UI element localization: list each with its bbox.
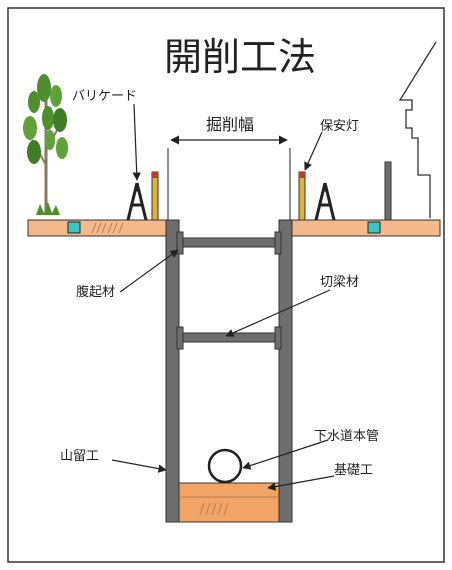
- waler-right-upper: [274, 231, 282, 255]
- foundation-block: [178, 482, 280, 523]
- excavation-width-label: 掘削幅: [206, 115, 254, 134]
- manhole-left: [67, 221, 81, 234]
- waler-left-lower: [176, 326, 184, 350]
- leader-lines: [111, 103, 335, 491]
- excavation-width-dimension: 掘削幅: [167, 115, 291, 220]
- ground-hatch-left: [91, 222, 124, 234]
- retaining-wall-right: [278, 219, 293, 523]
- ground-right: [289, 219, 441, 237]
- safety-light-label: 保安灯: [320, 119, 359, 134]
- sewer-pipe-icon: [207, 448, 243, 484]
- retaining-wall-label: 山留工: [60, 449, 99, 464]
- diagram-title: 開削工法: [164, 35, 316, 79]
- foundation-hatch: [199, 502, 229, 516]
- house-outline: [398, 41, 437, 218]
- strut-upper: [182, 237, 276, 248]
- barricade-label: バリケード: [72, 89, 137, 104]
- waler-right-lower: [274, 326, 282, 350]
- strut-label: 切梁材: [320, 275, 359, 290]
- tree-icon: [23, 74, 68, 215]
- post-right: [384, 161, 392, 221]
- sewer-pipe-label: 下水道本管: [314, 429, 379, 444]
- foundation-label: 基礎工: [334, 463, 373, 478]
- waler-label: 腹起材: [76, 284, 115, 300]
- ground-left: [27, 219, 169, 237]
- safety-light-left: [151, 171, 159, 221]
- barricade-icon-left: [126, 182, 148, 221]
- safety-light-right: [298, 171, 306, 221]
- barricade-icon-right: [314, 182, 336, 221]
- manhole-right: [367, 221, 381, 234]
- retaining-wall-left: [165, 219, 180, 523]
